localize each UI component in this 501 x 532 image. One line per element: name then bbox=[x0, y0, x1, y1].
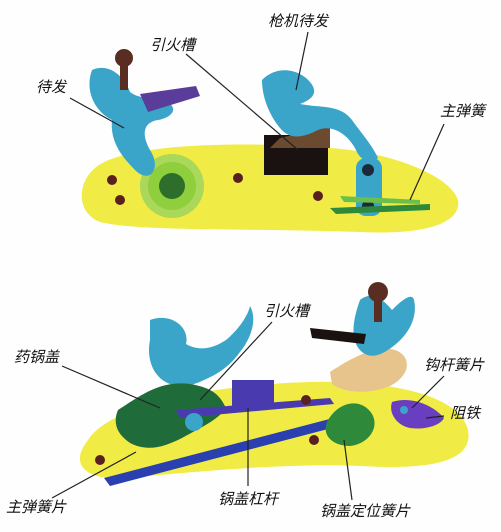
label-sear-spring: 钩杆簧片 bbox=[424, 356, 485, 374]
label-mainspring-leaf: 主弹簧片 bbox=[6, 498, 67, 516]
leader-bottom-flash bbox=[199, 321, 273, 401]
bottom-stop-pin bbox=[400, 406, 408, 414]
leader-lines bbox=[51, 31, 445, 501]
leader-bottom-mainspring bbox=[51, 451, 137, 499]
leader-bottom-frizzen-spring bbox=[343, 439, 353, 501]
leader-bottom-sear-spring bbox=[411, 375, 445, 409]
bottom-screw-1 bbox=[95, 455, 105, 465]
label-bottom-flash-channel: 引火槽 bbox=[264, 302, 310, 320]
top-tumbler-axle bbox=[159, 173, 185, 199]
top-screw-3 bbox=[233, 173, 243, 183]
label-mainspring: 主弹簧 bbox=[440, 102, 486, 120]
top-screw-2 bbox=[115, 195, 125, 205]
leader-bottom-stop bbox=[425, 415, 445, 419]
bottom-lock-assembly bbox=[79, 282, 469, 486]
top-hammer bbox=[89, 67, 174, 176]
top-link-pin-1 bbox=[362, 164, 374, 176]
bottom-jaw-screw-head bbox=[368, 282, 388, 302]
bottom-jaw-screw-shaft bbox=[374, 296, 382, 322]
bottom-screw-2 bbox=[301, 395, 311, 405]
leader-top-waiting bbox=[69, 97, 125, 129]
leader-top-cocked bbox=[295, 31, 309, 91]
top-mainspring bbox=[330, 204, 430, 214]
label-cocked: 枪机待发 bbox=[268, 12, 329, 30]
bottom-mainspring-leaf bbox=[104, 410, 370, 486]
bottom-lever-screw bbox=[185, 413, 203, 431]
top-frizzen bbox=[262, 70, 378, 162]
label-waiting: 待发 bbox=[36, 78, 67, 96]
top-jaw-screw-head bbox=[115, 49, 133, 67]
bottom-right-hammer bbox=[353, 295, 415, 356]
top-screw-4 bbox=[313, 191, 323, 201]
top-screw-1 bbox=[107, 175, 117, 185]
top-lock-assembly bbox=[81, 49, 459, 233]
leader-top-mainspring bbox=[409, 123, 445, 201]
bottom-frizzen bbox=[115, 383, 226, 448]
bottom-frizzen-lever bbox=[176, 398, 334, 418]
bottom-screw-3 bbox=[309, 435, 319, 445]
label-frizzen-lever: 锅盖杠杆 bbox=[218, 490, 279, 508]
label-frizzen: 药锅盖 bbox=[14, 348, 60, 366]
bottom-hammer bbox=[148, 306, 254, 387]
bottom-flint bbox=[310, 328, 366, 344]
bottom-sear bbox=[330, 348, 407, 392]
leader-bottom-frizzen bbox=[61, 365, 161, 409]
top-flint bbox=[140, 86, 200, 112]
bottom-frizzen-spring bbox=[325, 403, 375, 446]
bottom-frizzen-lever-block bbox=[232, 380, 274, 406]
label-top-flash-channel: 引火槽 bbox=[150, 36, 196, 54]
top-jaw-screw-shaft bbox=[120, 62, 128, 90]
leader-top-flash bbox=[185, 53, 299, 151]
label-stop: 阻铁 bbox=[450, 404, 481, 422]
label-frizzen-spring: 锅盖定位簧片 bbox=[320, 502, 411, 520]
top-frizzen-face bbox=[270, 126, 330, 148]
top-mainspring-2 bbox=[340, 196, 420, 204]
